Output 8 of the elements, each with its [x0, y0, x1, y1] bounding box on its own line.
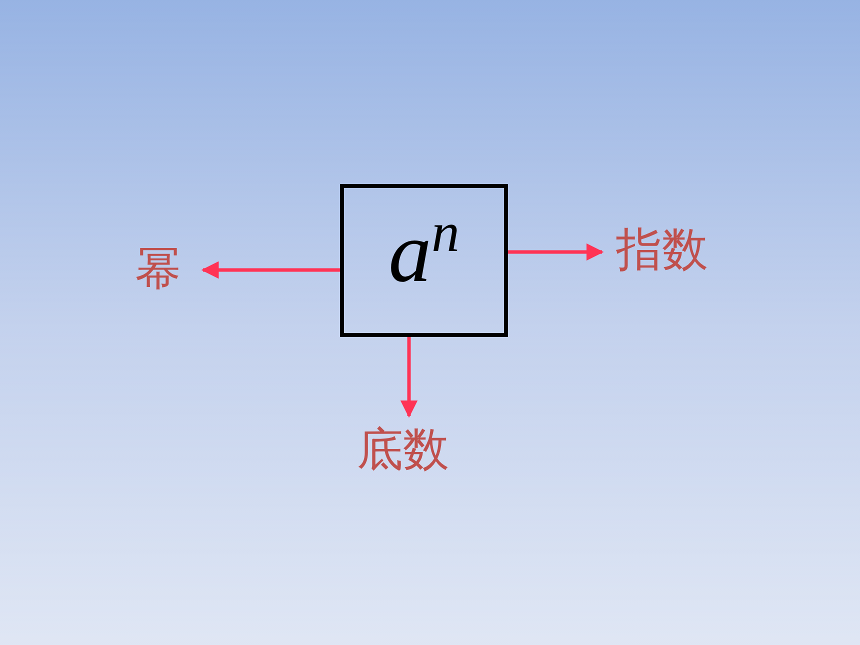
arrow — [508, 243, 604, 261]
term-label: 指数 — [616, 226, 708, 272]
term-label: 底数 — [357, 426, 449, 472]
power-expression: a$^{n}$ — [388, 208, 460, 294]
arrow — [400, 337, 418, 418]
term-label: 幂 — [135, 245, 181, 291]
expression-box — [340, 184, 508, 337]
arrow — [201, 261, 340, 279]
